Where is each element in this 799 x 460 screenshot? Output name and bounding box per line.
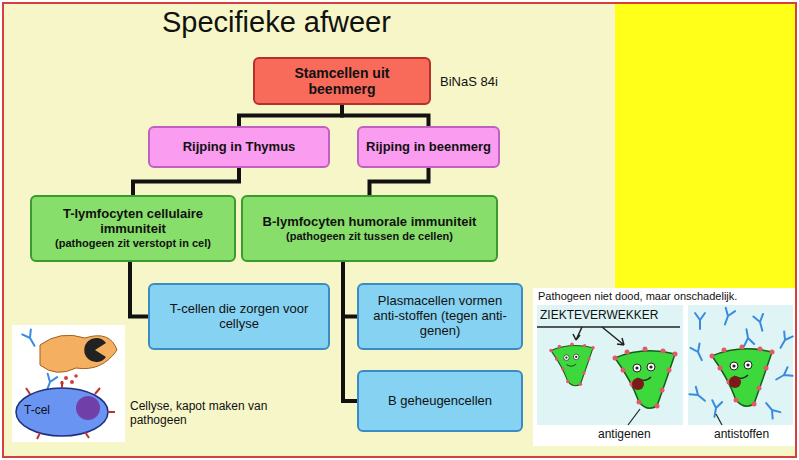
maturation-box: Rijping in beenmerg — [357, 126, 500, 168]
t-cell — [16, 388, 108, 436]
arrows — [573, 327, 624, 345]
pathogen — [710, 345, 775, 407]
box-label: Rijping in beenmerg — [366, 140, 491, 155]
handwritten-label: ZIEKTEVERWEKKER — [540, 309, 658, 323]
cell-box: T-cellen die zorgen voor cellyse — [148, 283, 330, 350]
background-panel — [3, 3, 796, 457]
pathogen — [40, 335, 117, 372]
root-box: Stamcellen uit beenmerg — [253, 57, 431, 105]
connector — [133, 168, 239, 195]
title: Specifieke afweer — [162, 6, 391, 39]
lymphocyte-box: B-lymfocyten humorale immuniteit(pathoge… — [241, 195, 498, 262]
box-label: T-lymfocyten cellulaire immuniteit — [38, 207, 228, 237]
damage — [729, 376, 741, 388]
cell-box: Plasmacellen vormen anti-stoffen (tegen … — [357, 283, 523, 350]
connector — [343, 262, 357, 401]
box-label: Plasmacellen vormen anti-stoffen (tegen … — [365, 294, 515, 339]
reference-note: BiNaS 84i — [440, 75, 498, 90]
pathogen — [549, 343, 595, 386]
subpanel — [537, 305, 683, 425]
box-label: B-lymfocyten humorale immuniteit — [263, 215, 477, 230]
connector — [239, 105, 342, 126]
box-label: Rijping in Thymus — [183, 140, 296, 155]
caption-note: Cellyse, kapot maken van pathogeen — [130, 400, 280, 428]
antibody — [22, 329, 39, 348]
pathogen — [613, 347, 678, 409]
box-note: (pathogeen zit tussen de cellen) — [286, 230, 453, 243]
box-label: Stamcellen uit beenmerg — [261, 65, 423, 97]
nucleus — [76, 396, 100, 420]
leader-line — [716, 414, 722, 425]
antibodies — [689, 308, 792, 419]
receptors — [10, 381, 115, 439]
lymphocyte-box: T-lymfocyten cellulaire immuniteit(patho… — [30, 195, 236, 262]
connector — [130, 262, 148, 317]
antibody-panel — [533, 288, 795, 446]
panel-heading: Pathogeen niet dood, maar onschadelijk. — [538, 290, 737, 303]
underline — [537, 326, 680, 328]
tcell-panel — [12, 325, 125, 442]
connector — [343, 262, 357, 317]
connector — [342, 105, 429, 126]
yellow-strip — [615, 4, 795, 288]
box-note: (pathogeen zit verstopt in cel) — [55, 237, 211, 250]
cell-box: B geheugencellen — [357, 370, 523, 432]
cell-label: T-cel — [24, 404, 50, 418]
part-label: antigenen — [598, 428, 651, 442]
box-label: T-cellen die zorgen voor cellyse — [156, 302, 322, 332]
maturation-box: Rijping in Thymus — [148, 126, 330, 168]
part-label: antistoffen — [714, 428, 769, 442]
killer-molecule — [84, 338, 106, 362]
subpanel — [688, 305, 793, 425]
connector — [370, 168, 429, 195]
box-label: B geheugencellen — [388, 394, 492, 409]
leader-line — [628, 409, 640, 425]
damage — [632, 378, 644, 390]
